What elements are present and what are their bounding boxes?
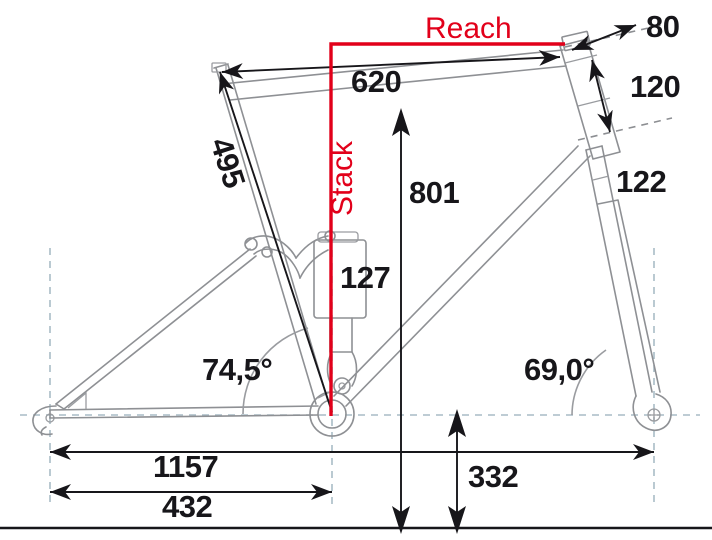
label-shock-127: 127 bbox=[340, 260, 390, 295]
seat-tube-rear-edge bbox=[227, 64, 329, 402]
label-standover-801: 801 bbox=[409, 175, 459, 210]
label-chainstay-432: 432 bbox=[162, 489, 212, 524]
label-head-angle: 69,0° bbox=[524, 352, 594, 387]
reach-stack-polyline bbox=[329, 42, 565, 416]
label-fork-offset-80: 80 bbox=[646, 9, 679, 44]
label-seat-angle: 74,5° bbox=[202, 352, 272, 387]
label-head-tube-120: 120 bbox=[630, 69, 680, 104]
seatstay-lower-edge bbox=[55, 248, 251, 405]
down-tube-lower-edge bbox=[345, 155, 591, 407]
label-top-tube-620: 620 bbox=[351, 64, 401, 99]
head-angle-arc bbox=[571, 349, 607, 416]
dim-fork-offset bbox=[571, 24, 637, 51]
label-wheelbase-1157: 1157 bbox=[153, 449, 218, 484]
chainstay-bottom-edge bbox=[49, 414, 319, 419]
chainstay-top-edge bbox=[49, 405, 319, 411]
seatstay-upper-edge bbox=[63, 255, 257, 410]
seat-tube-front-edge bbox=[215, 67, 317, 405]
seatstay-cap bbox=[55, 403, 65, 410]
angle-arcs bbox=[242, 327, 607, 416]
bicycle-frame-outline bbox=[32, 30, 672, 437]
label-head-tube-ext-122: 122 bbox=[616, 164, 666, 199]
label-reach: Reach bbox=[425, 12, 512, 45]
head-tube-bottom-axis bbox=[577, 117, 673, 141]
rear-shock bbox=[313, 230, 367, 395]
seat-angle-arc bbox=[242, 327, 309, 415]
dim-head-tube-120 bbox=[589, 59, 613, 133]
label-stack: Stack bbox=[326, 140, 359, 216]
head-tube bbox=[559, 30, 621, 160]
label-seat-tube-495: 495 bbox=[203, 133, 252, 192]
dim-bb-height-332 bbox=[448, 409, 466, 534]
front-fork bbox=[585, 145, 672, 431]
reach-stack-indicator bbox=[329, 42, 565, 416]
label-bb-height-332: 332 bbox=[468, 459, 518, 494]
down-tube-upper-edge bbox=[333, 145, 579, 397]
dim-top-tube-620 bbox=[221, 49, 561, 80]
dim-seat-tube-495 bbox=[218, 71, 333, 413]
rocker-linkage bbox=[244, 235, 329, 279]
